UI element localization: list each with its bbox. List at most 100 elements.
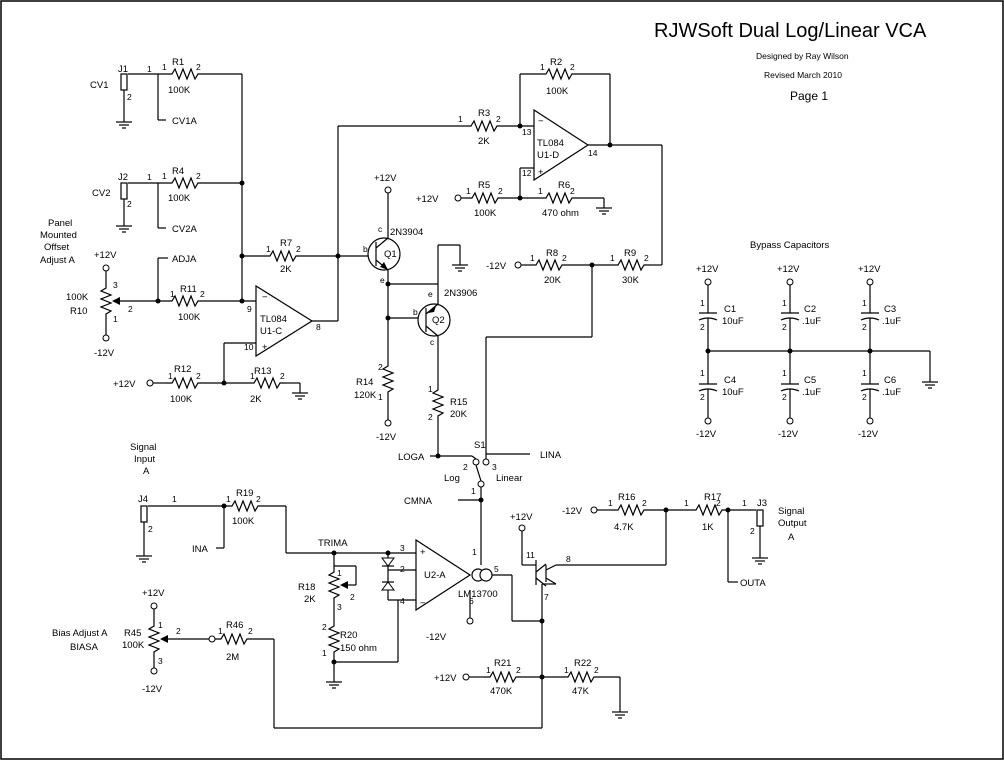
svg-text:8: 8 [566,554,571,564]
transistor-q1: b c e Q1 2N3904 [363,224,423,285]
svg-text:1: 1 [218,626,223,636]
svg-text:C6: C6 [884,375,896,386]
signal-input-2: Input [134,454,155,465]
resistor-r20: R20 150 ohm 2 1 [322,619,377,659]
svg-text:R6: R6 [558,180,570,191]
potentiometer-r18: R18 2K 1 3 2 [298,565,355,612]
svg-text:R20: R20 [340,630,357,641]
svg-text:-12V: -12V [778,429,799,440]
svg-text:1: 1 [472,547,477,557]
svg-text:4.7K: 4.7K [614,522,634,533]
jack-j1: J1 CV1 1 2 [90,64,152,129]
rail-q1: +12V [374,173,397,184]
opamp-u1d: − + TL084 U1-D 13 12 14 [522,108,598,182]
resistor-r7: R7 2K 1 2 [263,238,303,275]
rail-r5: +12V [416,194,439,205]
svg-text:100K: 100K [178,312,201,323]
svg-text:+12V: +12V [777,264,800,275]
svg-text:2: 2 [750,526,755,536]
svg-text:1: 1 [226,494,231,504]
svg-text:100K: 100K [170,394,193,405]
svg-text:1: 1 [172,494,177,504]
svg-text:1: 1 [250,371,255,381]
svg-text:1: 1 [782,368,787,378]
net-cv1a: CV1A [172,116,197,127]
svg-text:2: 2 [570,186,575,196]
svg-text:+12V: +12V [858,264,881,275]
svg-text:2: 2 [296,244,301,254]
resistor-r19: R19 100K 1 2 [225,488,265,527]
svg-text:2: 2 [782,322,787,332]
svg-text:1: 1 [742,498,747,508]
svg-text:1: 1 [147,172,152,182]
svg-text:e: e [428,289,433,299]
svg-text:11: 11 [526,550,535,560]
signal-input-1: Signal [130,442,156,453]
svg-text:R17: R17 [704,492,721,503]
svg-text:2: 2 [700,322,705,332]
svg-text:2: 2 [127,92,132,102]
bypass-heading: Bypass Capacitors [750,240,829,251]
resistor-r22: R22 47K 1 2 [561,658,601,697]
svg-text:C5: C5 [804,375,816,386]
resistor-r5: R5 100K 1 2 [465,180,505,219]
svg-text:100K: 100K [546,86,569,97]
resistor-r21: R21 470K 1 2 [483,658,523,697]
svg-text:150 ohm: 150 ohm [340,643,377,654]
svg-text:R18: R18 [298,582,315,593]
svg-text:1: 1 [428,384,433,394]
svg-text:CV1: CV1 [90,80,108,91]
svg-text:1: 1 [530,253,535,263]
svg-text:1: 1 [700,298,705,308]
svg-text:e: e [380,275,385,285]
net-cmna: CMNA [404,496,433,507]
svg-text:-12V: -12V [142,684,163,695]
svg-text:2: 2 [248,626,253,636]
svg-text:5: 5 [494,564,499,574]
ota-u2a: + − U2-A LM13700 3 2 4 1 5 6 [400,538,499,612]
svg-text:c: c [430,337,435,347]
svg-text:100K: 100K [168,85,191,96]
svg-text:−: − [420,598,426,609]
panel-note-2: Mounted [40,230,77,241]
svg-text:2: 2 [570,62,575,72]
resistor-r6: R6 470 ohm 1 2 [538,180,579,219]
svg-text:7: 7 [544,592,549,602]
svg-text:U1-D: U1-D [537,150,559,161]
svg-text:b: b [363,244,368,254]
svg-text:1: 1 [458,114,463,124]
svg-text:1: 1 [378,392,383,402]
resistor-r9: R9 30K 1 2 [610,248,651,286]
schematic-title: RJWSoft Dual Log/Linear VCA [654,20,927,42]
svg-text:−: − [538,116,544,127]
resistor-r11: R11 100K 1 2 [165,284,205,323]
svg-text:J3: J3 [757,498,767,509]
svg-text:120K: 120K [354,390,377,401]
resistor-r1: R1 100K 1 2 [162,57,205,96]
svg-text:8: 8 [316,322,321,332]
rail-r21: +12V [434,673,457,684]
buffer-darlington: 11 8 7 [526,550,571,602]
svg-text:c: c [378,224,383,234]
svg-text:.1uF: .1uF [802,316,821,327]
svg-text:+: + [420,547,426,558]
svg-text:R10: R10 [70,306,87,317]
svg-text:1: 1 [266,244,271,254]
transistor-q2: b e c Q2 2N3906 [413,288,477,347]
resistor-r12: R12 100K 1 2 [165,364,205,405]
svg-text:R16: R16 [618,492,635,503]
svg-text:.1uF: .1uF [882,387,901,398]
capacitor-c6: -12V C6 .1uF 1 2 [858,351,901,440]
svg-text:J1: J1 [118,64,128,75]
svg-text:1: 1 [610,253,615,263]
svg-text:-12V: -12V [94,348,115,359]
svg-text:3: 3 [337,602,342,612]
signal-output-1: Signal [778,506,804,517]
rail-buffer: +12V [510,512,533,523]
svg-text:1: 1 [170,289,175,299]
svg-text:R22: R22 [574,658,591,669]
svg-text:R45: R45 [124,628,141,639]
svg-text:b: b [413,307,418,317]
